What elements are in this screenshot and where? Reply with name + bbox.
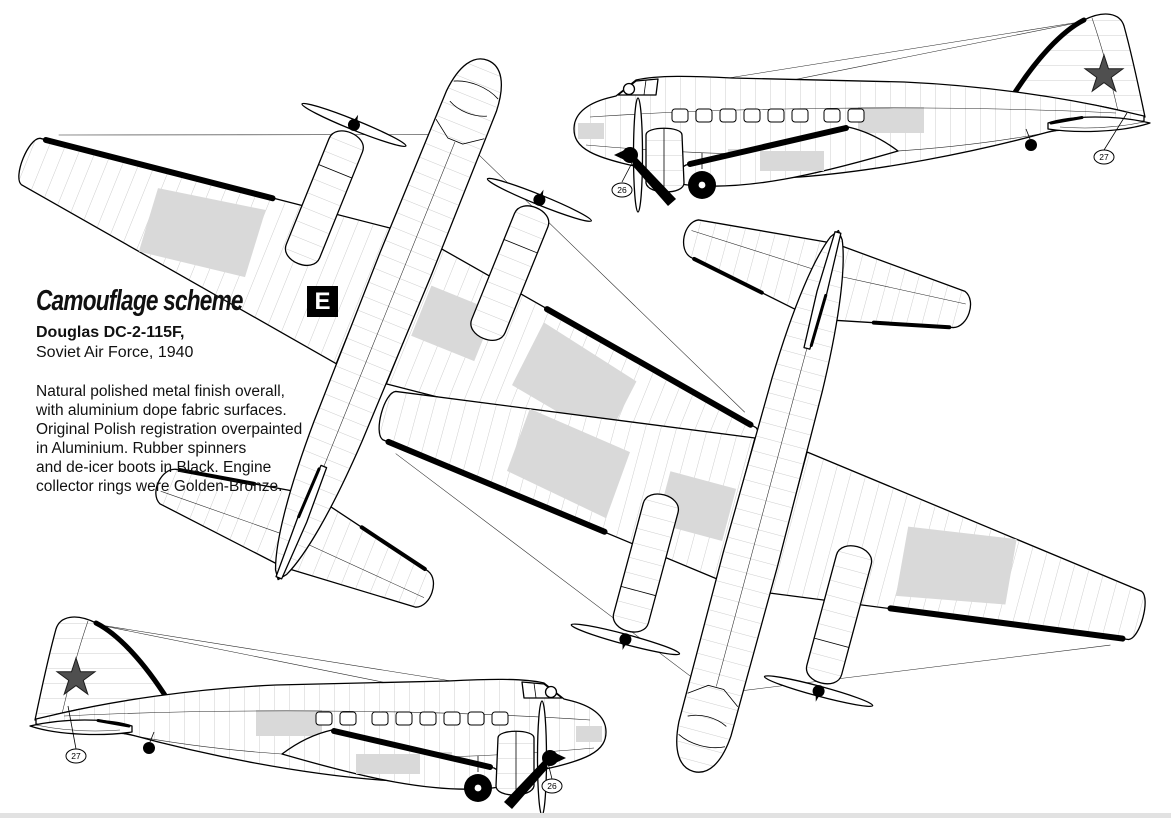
page-bottom-edge — [0, 813, 1171, 818]
description-line: collector rings were Golden-Bronze. — [36, 478, 283, 495]
callout-bottom-profile-tail: 27 — [65, 705, 87, 764]
description-line: with aluminium dope fabric surfaces. — [36, 402, 287, 419]
description-line: Natural polished metal finish overall, — [36, 383, 285, 400]
description-line: Original Polish registration overpainted — [36, 421, 303, 438]
scheme-description: Natural polished metal finish overall, w… — [36, 382, 346, 496]
starboard-side-profile — [574, 14, 1150, 212]
callout-number: 27 — [1099, 152, 1109, 162]
port-side-profile — [30, 617, 606, 815]
callout-number: 27 — [71, 751, 81, 761]
info-block: Camouflage scheme E Douglas DC-2-115F, S… — [36, 286, 346, 496]
callout-number: 26 — [547, 781, 557, 791]
description-line: in Aluminium. Rubber spinners — [36, 440, 247, 457]
page-title: Camouflage scheme — [36, 285, 244, 317]
operator-line: Soviet Air Force, 1940 — [36, 344, 194, 361]
callout-bottom-profile-nose: 26 — [541, 762, 563, 794]
scheme-letter-badge: E — [307, 286, 339, 317]
description-line: and de-icer boots in Black. Engine — [36, 459, 272, 476]
callout-top-profile-nose: 26 — [611, 160, 634, 198]
callout-top-profile-tail: 27 — [1093, 112, 1128, 165]
aircraft-designation: Douglas DC-2-115F, — [36, 324, 185, 341]
callout-number: 26 — [617, 185, 627, 195]
